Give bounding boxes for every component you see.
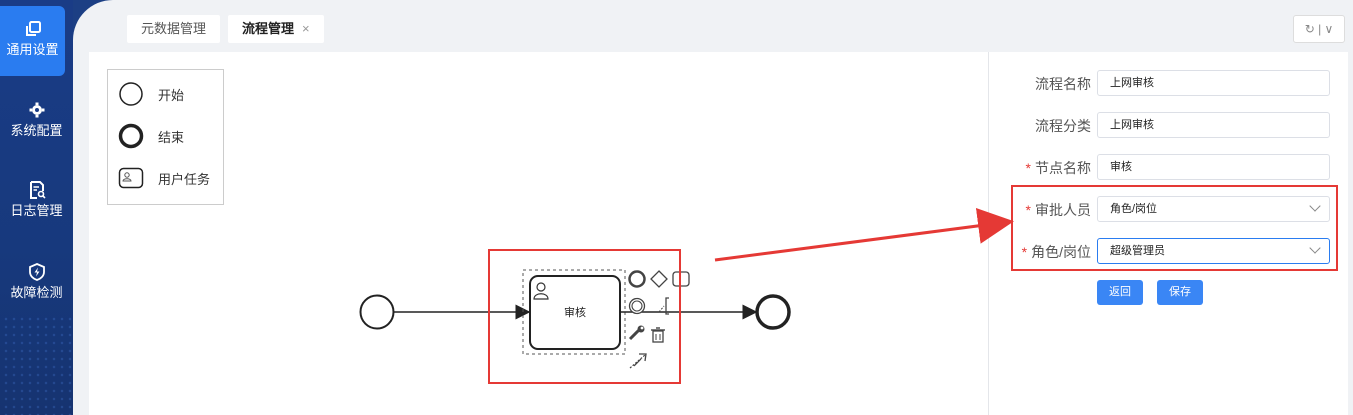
start-event-icon [119,82,143,106]
node-name-input[interactable]: 审核 [1097,154,1330,180]
sidebar-item-fault-detection[interactable]: 故障检测 [0,249,73,319]
close-icon[interactable]: × [302,21,310,36]
save-button[interactable]: 保存 [1157,280,1203,305]
approver-select[interactable]: 角色/岗位 [1097,196,1330,222]
palette-item-end[interactable]: 结束 [118,122,184,150]
tab-tools-dropdown[interactable]: ↻ | ∨ [1293,15,1345,43]
shield-bolt-icon [28,263,45,281]
wrench-icon[interactable] [628,325,645,341]
append-text-annotation-icon[interactable] [658,297,669,315]
append-task-icon[interactable] [672,271,690,287]
sidebar-item-label: 故障检测 [10,285,63,300]
connect-icon[interactable] [629,353,647,369]
sidebar-item-label: 系统配置 [10,123,63,138]
palette-item-label: 开始 [158,87,185,103]
sidebar-item-log-management[interactable]: 日志管理 [0,167,73,237]
form-row-process-category: 流程分类 上网审核 [989,112,1349,138]
main-panel: 元数据管理 流程管理 × ↻ | ∨ 开始 结束 [73,0,1353,415]
user-task-label: 审核 [564,307,586,319]
role-label-wrap: *角色/岗位 [1022,242,1091,262]
end-event-icon [118,123,144,149]
back-button[interactable]: 返回 [1097,280,1143,305]
bpmn-palette: 开始 结束 用户任务 [107,69,224,205]
properties-panel: 流程名称 上网审核 流程分类 上网审核 *节点名称 审核 *审批人员 角色/岗位… [988,52,1348,415]
approver-select-value: 角色/岗位 [1110,203,1158,215]
required-mark: * [1021,244,1028,260]
process-category-label: 流程分类 [1035,118,1091,134]
palette-item-label: 用户任务 [158,171,211,187]
role-label: 角色/岗位 [1031,244,1091,260]
tab-metadata-management[interactable]: 元数据管理 [127,15,221,43]
highlight-box-form [1011,185,1338,271]
role-select-value: 超级管理员 [1110,245,1165,257]
user-icon [533,282,549,300]
tab-process-management[interactable]: 流程管理 × [228,15,324,43]
role-select[interactable]: 超级管理员 [1097,238,1330,264]
sidebar: 通用设置 系统配置 日志管理 故障检测 [0,0,73,415]
palette-item-user-task[interactable]: 用户任务 [118,164,210,192]
required-mark: * [1025,202,1031,218]
form-row-node-name: *节点名称 审核 [989,154,1349,180]
form-row-approver: *审批人员 角色/岗位 [989,196,1349,222]
highlight-box-task [488,249,681,384]
tabs-bar: 元数据管理 流程管理 × ↻ | ∨ [73,0,1353,52]
process-category-input[interactable]: 上网审核 [1097,112,1330,138]
node-name-label-wrap: *节点名称 [1026,158,1091,178]
sidebar-item-label: 日志管理 [10,203,63,218]
bpmn-diagram [359,269,791,369]
approver-label: 审批人员 [1035,202,1091,218]
refresh-chevron-icon: ↻ | ∨ [1304,22,1334,36]
palette-item-start[interactable]: 开始 [118,80,184,108]
append-end-event-icon[interactable] [628,270,646,288]
process-name-input[interactable]: 上网审核 [1097,70,1330,96]
end-event[interactable] [755,294,791,330]
required-mark: * [1025,160,1031,176]
user-task-node[interactable] [529,275,621,350]
tab-label: 元数据管理 [141,21,207,36]
append-gateway-icon[interactable] [650,270,668,288]
palette-item-label: 结束 [158,129,185,145]
tab-label: 流程管理 [242,21,295,36]
approver-label-wrap: *审批人员 [1026,200,1091,220]
sidebar-item-system-config[interactable]: 系统配置 [0,87,73,157]
form-row-role: *角色/岗位 超级管理员 [989,238,1349,264]
append-intermediate-event-icon[interactable] [628,297,646,315]
log-search-icon [29,181,46,199]
sidebar-item-label: 通用设置 [6,42,59,57]
process-name-label: 流程名称 [1035,76,1091,92]
context-pad [628,270,690,369]
trash-icon[interactable] [651,327,665,343]
sidebar-item-general-settings[interactable]: 通用设置 [0,6,65,76]
user-task-icon [118,167,144,189]
form-row-process-name: 流程名称 上网审核 [989,70,1349,96]
node-name-label: 节点名称 [1035,160,1091,176]
gear-icon [29,102,44,118]
bpmn-canvas[interactable]: 开始 结束 用户任务 [89,52,988,415]
copy-icon [25,21,41,36]
start-event[interactable] [359,294,395,330]
